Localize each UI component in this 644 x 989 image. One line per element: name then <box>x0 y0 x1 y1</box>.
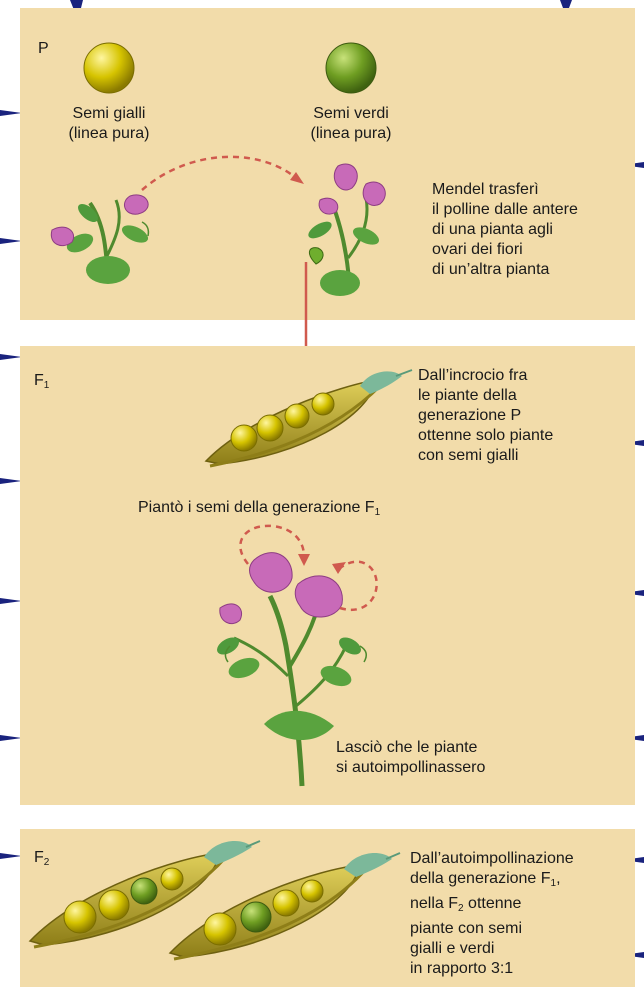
pollen-transfer-arrow <box>142 157 296 190</box>
edge-arrow-icon <box>0 598 22 604</box>
panel-f2-generation: F2 <box>20 829 635 987</box>
edge-arrow-icon <box>0 110 22 116</box>
f1-pod-icon <box>206 370 412 466</box>
transfer-note: Mendel trasferì il polline dalle antere … <box>432 180 578 280</box>
edge-arrow-icon <box>0 853 22 859</box>
edge-arrow-icon <box>0 735 22 741</box>
yellow-seed-icon <box>84 43 134 93</box>
edge-arrow-icon <box>0 238 22 244</box>
yellow-parent-plant-icon <box>51 195 150 284</box>
panel-f1-generation: F1 <box>20 346 635 805</box>
self-pollination-arrow-right <box>340 562 377 610</box>
pollen-transfer-arrowhead-icon <box>290 172 304 184</box>
planted-note: Piantò i semi della generazione F1 <box>138 498 380 523</box>
self-pollination-arrowhead-icon <box>332 562 346 574</box>
cross-note: Dall’incrocio fra le piante della genera… <box>418 366 553 466</box>
green-parent-plant-icon <box>306 164 386 296</box>
self-pollination-arrowhead-icon <box>298 554 310 566</box>
selfing-note: Lasciò che le piante si autoimpollinasse… <box>336 738 485 778</box>
yellow-seeds-label: Semi gialli (linea pura) <box>64 104 154 144</box>
green-seeds-label: Semi verdi (linea pura) <box>303 104 399 144</box>
green-seed-icon <box>326 43 376 93</box>
edge-arrow-icon <box>0 478 22 484</box>
panel-parental-generation: P <box>20 8 635 320</box>
edge-arrow-icon <box>0 354 22 360</box>
f2-note: Dall’autoimpollinazione della generazion… <box>410 849 574 979</box>
